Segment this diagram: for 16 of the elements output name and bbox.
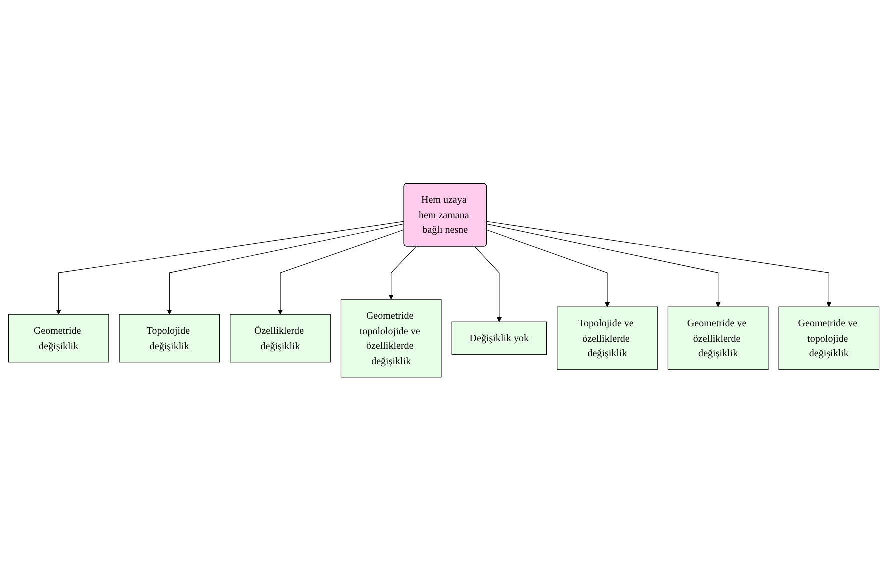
node-box: Özelliklerde değişiklik bbox=[230, 314, 331, 363]
arrow bbox=[486, 230, 610, 308]
arrow bbox=[486, 221, 832, 308]
node-box: Geometride topololojide ve özelliklerde değişiklik bbox=[340, 299, 442, 378]
node-box: Topolojide ve özelliklerde değişiklik bbox=[557, 306, 658, 370]
arrow bbox=[56, 221, 405, 315]
arrow bbox=[486, 224, 721, 308]
arrow bbox=[388, 246, 417, 300]
node-box: Topolojide değişiklik bbox=[119, 314, 220, 363]
arrow bbox=[474, 246, 502, 322]
arrow bbox=[278, 230, 405, 315]
node-box: Geometride değişiklik bbox=[8, 314, 110, 363]
node-box: Geometride ve topolojide değişiklik bbox=[778, 306, 880, 370]
node-box: Değişiklik yok bbox=[452, 322, 548, 356]
node-box: Geometride ve özelliklerde değişiklik bbox=[668, 306, 769, 370]
arrow bbox=[167, 224, 405, 315]
